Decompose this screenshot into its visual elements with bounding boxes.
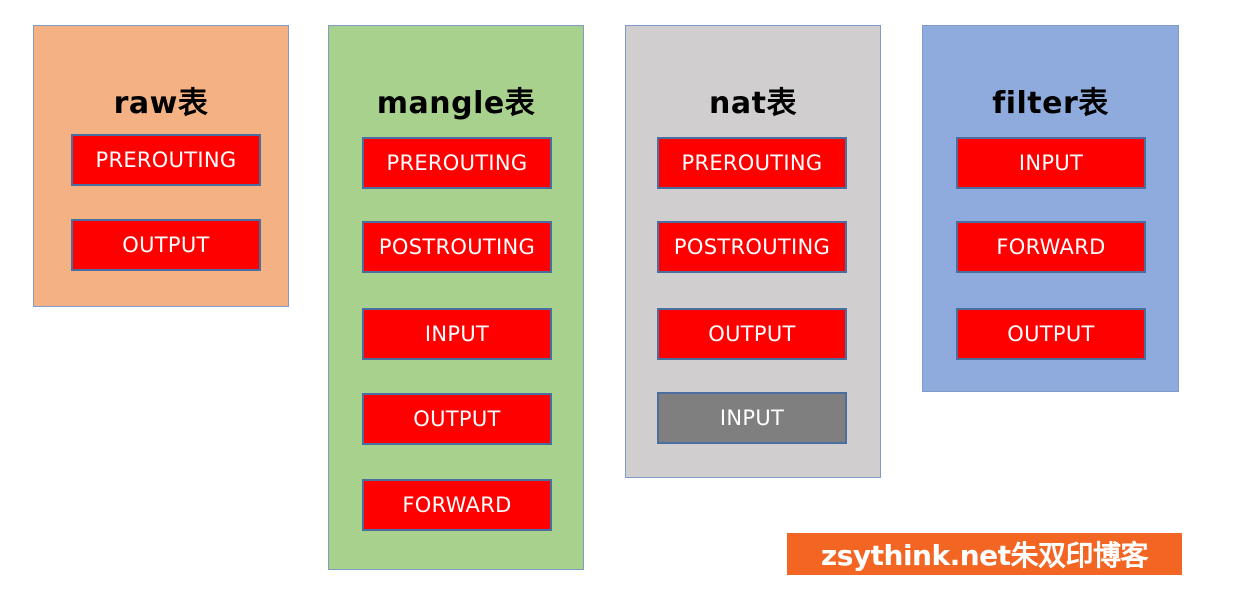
mangle-chain-input: INPUT xyxy=(362,308,552,360)
filter-chain-output: OUTPUT xyxy=(956,308,1146,360)
nat-table: nat表 PREROUTING POSTROUTING OUTPUT INPUT xyxy=(625,25,881,478)
nat-chain-output: OUTPUT xyxy=(657,308,847,360)
raw-table: raw表 PREROUTING OUTPUT xyxy=(33,25,289,307)
mangle-chain-prerouting: PREROUTING xyxy=(362,137,552,189)
nat-chain-prerouting: PREROUTING xyxy=(657,137,847,189)
filter-chain-input: INPUT xyxy=(956,137,1146,189)
raw-chain-output: OUTPUT xyxy=(71,219,261,271)
filter-chain-forward: FORWARD xyxy=(956,221,1146,273)
nat-chain-input-gray: INPUT xyxy=(657,392,847,444)
raw-table-title: raw表 xyxy=(113,86,209,121)
nat-table-title: nat表 xyxy=(709,86,797,121)
mangle-table-title: mangle表 xyxy=(376,86,536,121)
filter-table: filter表 INPUT FORWARD OUTPUT xyxy=(922,25,1179,392)
mangle-chain-forward: FORWARD xyxy=(362,479,552,531)
nat-chain-postrouting: POSTROUTING xyxy=(657,221,847,273)
mangle-chain-postrouting: POSTROUTING xyxy=(362,221,552,273)
raw-chain-prerouting: PREROUTING xyxy=(71,134,261,186)
mangle-chain-output: OUTPUT xyxy=(362,393,552,445)
filter-table-title: filter表 xyxy=(992,86,1109,121)
mangle-table: mangle表 PREROUTING POSTROUTING INPUT OUT… xyxy=(328,25,584,570)
watermark-banner: zsythink.net朱双印博客 xyxy=(787,533,1182,575)
